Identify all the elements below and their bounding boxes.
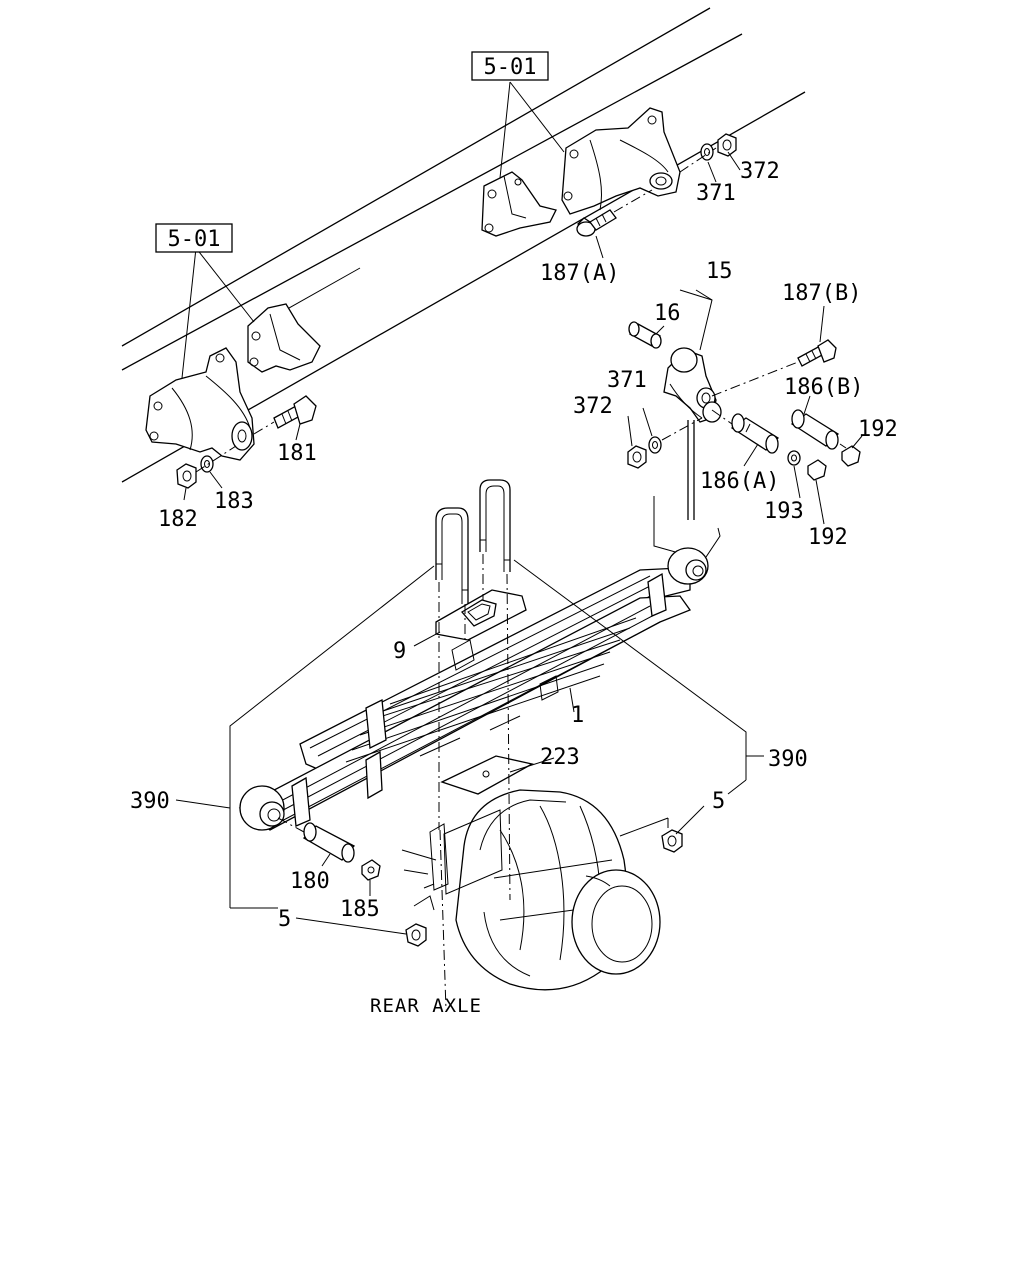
label-15: 15 [706,259,733,284]
label-5-right: 5 [712,789,725,814]
label-rear-axle: REAR AXLE [370,995,482,1017]
small-bracket-top [481,171,557,237]
pin-180 [277,817,356,863]
reference-box-left: 5-01 [155,223,233,253]
u-bolt-centerlines [438,554,511,1011]
label-186a: 186(A) [700,469,779,494]
label-9: 9 [393,639,406,664]
washer-193 [787,450,801,466]
label-5-left: 5 [278,907,291,932]
nut-5-right [661,829,683,853]
pin-186a [711,409,780,454]
washer-371-top [700,143,714,161]
small-bracket-left [247,303,321,373]
axle-hub [429,789,669,991]
grease-nipple-192-top [839,443,861,467]
part-labels: 187(A) 372 371 15 16 187(B) 186(B) 371 3… [130,159,898,1017]
label-180: 180 [290,869,330,894]
label-372-mid: 372 [573,394,613,419]
rear-hanger-bracket [561,107,681,215]
label-223: 223 [540,745,580,770]
label-183: 183 [214,489,254,514]
nut-5-left [405,923,427,947]
bolt-187b [711,339,837,397]
bushing-16 [628,321,662,349]
label-181: 181 [277,441,317,466]
front-hanger-bracket [145,347,255,461]
label-192-bot: 192 [808,525,848,550]
label-390-left: 390 [130,789,170,814]
grease-nipple-192-bot [807,459,827,481]
label-372-top: 372 [740,159,780,184]
reference-label: 5-01 [168,227,221,252]
spring-eye-rear [667,547,709,585]
nut-182 [176,463,197,489]
u-bolt-rear [479,479,511,572]
label-187b: 187(B) [782,281,861,306]
label-1: 1 [571,703,584,728]
washer-183 [195,445,237,473]
bolt-181 [253,395,317,435]
label-390-right: 390 [768,747,808,772]
bolt-187a [576,189,653,237]
reference-label: 5-01 [484,55,537,80]
nut-372-mid [627,417,703,469]
label-186b: 186(B) [784,375,863,400]
spring-eye-front [239,785,285,831]
u-bolt-front [435,507,469,604]
plate-223 [440,755,534,795]
label-192-top: 192 [858,417,898,442]
label-16: 16 [654,301,681,326]
label-182: 182 [158,507,198,532]
pin-186b [790,409,840,450]
reference-box-top: 5-01 [471,51,549,81]
label-371-mid: 371 [607,368,647,393]
nut-372-top [679,133,737,173]
spring-seat-9 [435,589,527,641]
label-187a: 187(A) [540,261,619,286]
shackle-15 [663,347,722,423]
label-185: 185 [340,897,380,922]
grease-nipple-185 [361,859,381,881]
label-193: 193 [764,499,804,524]
washer-371-mid [648,436,662,454]
label-371-top: 371 [696,181,736,206]
